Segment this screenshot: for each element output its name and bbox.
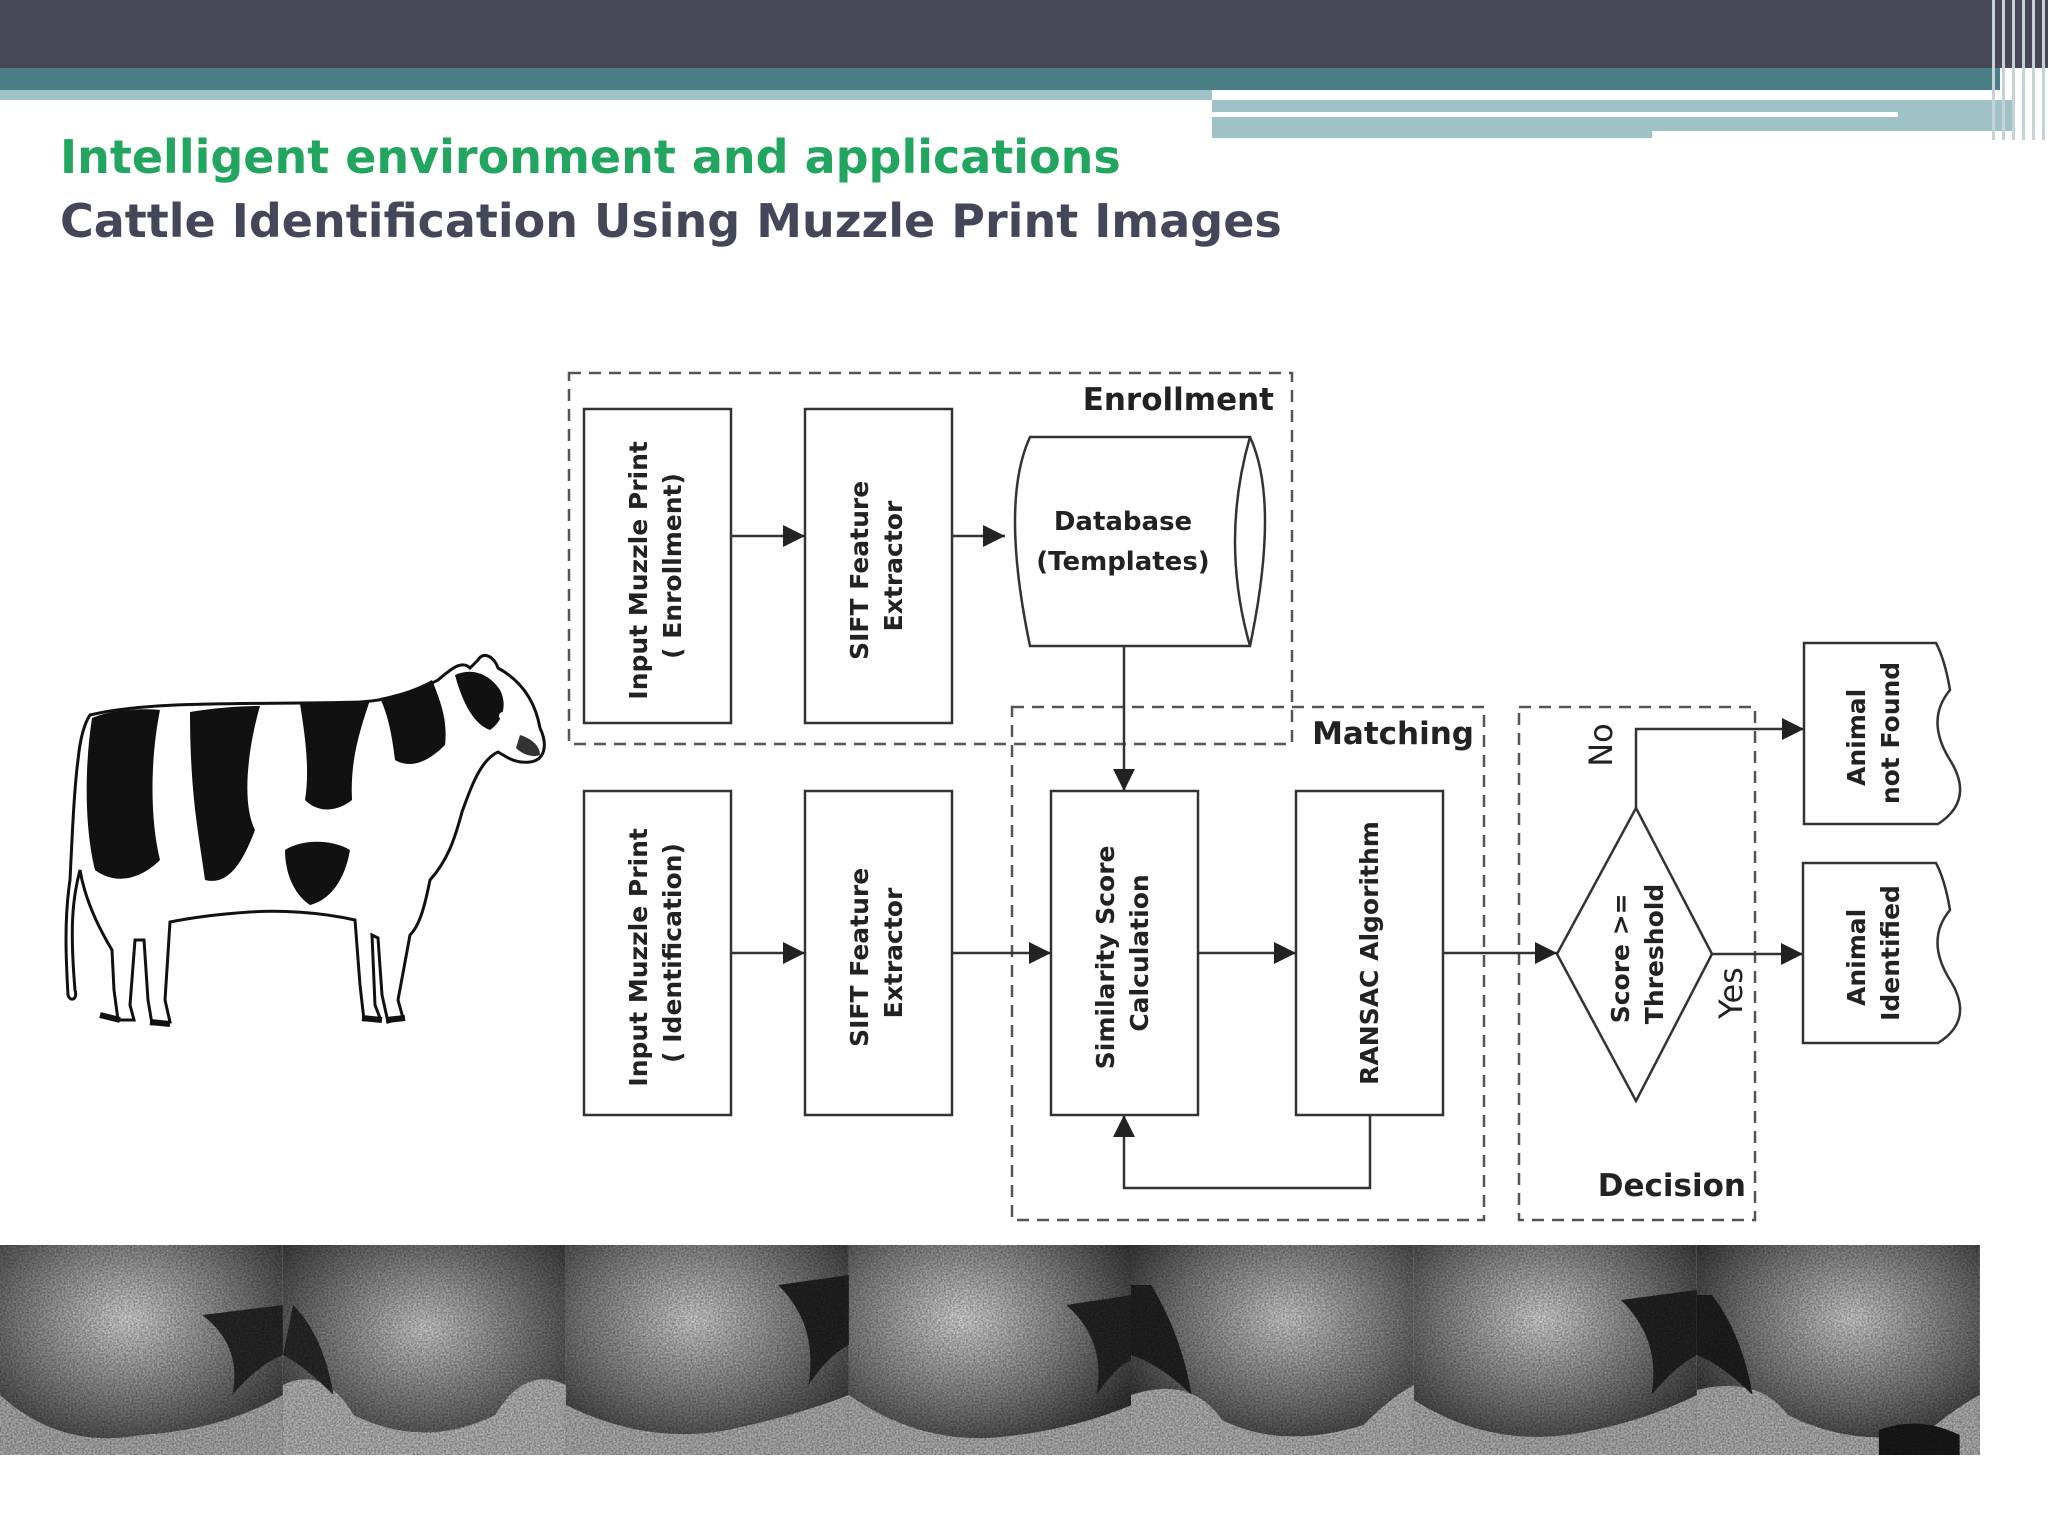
ransac-label: RANSAC Algorithm [1355, 821, 1384, 1085]
sift-enrollment-label-line-2: Extractor [879, 500, 908, 631]
not-found-label-line-2: not Found [1876, 662, 1905, 804]
slide-title: Intelligent environment and applications [60, 130, 1121, 184]
input-enrollment-label-line-2: ( Enrollment) [658, 473, 687, 659]
threshold-label-line-1: Score >= [1606, 893, 1635, 1023]
database-label-line-2: (Templates) [1036, 547, 1209, 577]
input-enrollment-label: Input Muzzle Print ( Enrollment) [624, 432, 687, 699]
enrollment-group-label: Enrollment [1083, 382, 1274, 418]
muzzle-photo-2 [282, 1245, 566, 1455]
matching-group [1010, 705, 1486, 1222]
sift-identification-label-line-1: SIFT Feature [845, 868, 874, 1047]
similarity-label-line-2: Calculation [1125, 874, 1154, 1031]
header-bar [0, 0, 2048, 68]
database-node [1013, 435, 1267, 648]
identified-label-line-1: Animal [1842, 909, 1871, 1006]
muzzle-photo-6 [1414, 1245, 1698, 1455]
identified-node [1801, 861, 1962, 1045]
muzzle-photo-strip [0, 1245, 1981, 1455]
header-notch [1652, 131, 2012, 139]
identified-label: Animal Identified [1842, 885, 1905, 1021]
sift-enrollment-node [803, 407, 954, 725]
not-found-label: Animal not Found [1842, 662, 1905, 804]
muzzle-photo-5 [1131, 1245, 1415, 1455]
sift-enrollment-label: SIFT Feature Extractor [845, 472, 908, 660]
header-band [0, 68, 2000, 90]
database-node-face [1233, 436, 1252, 647]
threshold-label-line-2: Threshold [1640, 884, 1669, 1024]
input-enrollment-node [582, 407, 733, 725]
not-found-label-line-1: Animal [1842, 689, 1871, 786]
matching-group-label: Matching [1312, 716, 1474, 752]
input-identification-label-line-1: Input Muzzle Print [624, 828, 653, 1086]
muzzle-photo-1 [0, 1245, 283, 1455]
sift-identification-label: SIFT Feature Extractor [845, 859, 908, 1047]
decision-group-label: Decision [1598, 1168, 1746, 1204]
slide-subtitle: Cattle Identification Using Muzzle Print… [60, 194, 1282, 248]
edge-ransac-feedback [1113, 1115, 1372, 1190]
similarity-node [1049, 789, 1200, 1117]
header-divider-line [1212, 112, 1898, 117]
muzzle-photo-7 [1697, 1245, 1981, 1455]
similarity-label: Similarity Score Calculation [1091, 837, 1154, 1070]
enrollment-group [567, 371, 1294, 746]
cow-illustration [64, 654, 546, 1027]
sift-identification-label-line-2: Extractor [879, 887, 908, 1018]
header-band-light [0, 90, 1212, 100]
muzzle-photo-3 [565, 1245, 849, 1455]
edge-label-yes: Yes [1712, 967, 1750, 1020]
edge-label-no: No [1582, 723, 1620, 767]
edge-threshold-to-not-found [1634, 718, 1804, 808]
decision-group [1517, 705, 1757, 1222]
identified-label-line-2: Identified [1876, 885, 1905, 1021]
muzzle-photo-4 [848, 1245, 1132, 1455]
input-identification-label: Input Muzzle Print ( Identification) [624, 819, 687, 1086]
ransac-node [1294, 789, 1445, 1117]
header-corner-lines [1988, 0, 2048, 140]
not-found-node [1802, 641, 1962, 826]
input-identification-label-line-2: ( Identification) [658, 843, 687, 1063]
sift-enrollment-label-line-1: SIFT Feature [845, 481, 874, 660]
input-enrollment-label-line-1: Input Muzzle Print [624, 441, 653, 699]
threshold-label: Score >= Threshold [1606, 884, 1669, 1024]
threshold-node [1555, 805, 1714, 1104]
database-label-line-1: Database [1054, 507, 1192, 537]
input-identification-node [582, 789, 733, 1117]
similarity-label-line-1: Similarity Score [1091, 845, 1120, 1069]
